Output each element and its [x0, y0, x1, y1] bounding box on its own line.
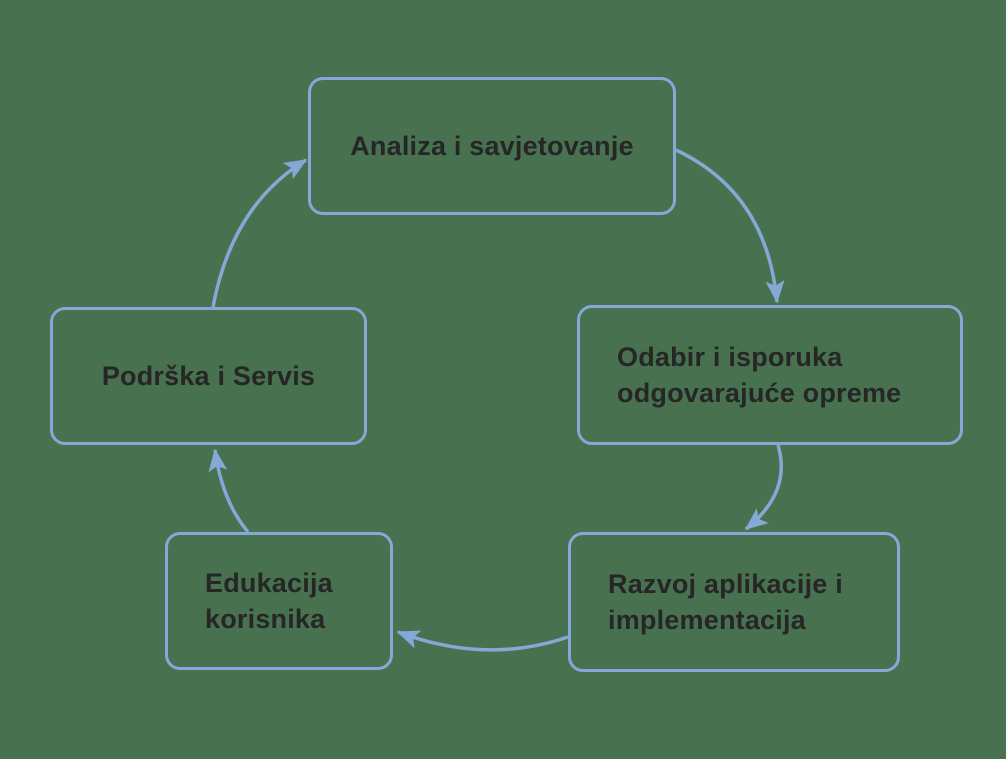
node-analiza: Analiza i savjetovanje — [308, 77, 676, 215]
arrow-razvoj-to-edukacija — [396, 630, 569, 652]
arrow-analiza-to-odabir — [675, 148, 785, 304]
node-odabir: Odabir i isporuka odgovarajuće opreme — [577, 305, 963, 445]
arrow-podrska-to-analiza — [211, 158, 308, 308]
arrow-edukacija-to-podrska — [208, 448, 250, 534]
node-label-razvoj: Razvoj aplikacije i implementacija — [608, 569, 843, 635]
node-podrska: Podrška i Servis — [50, 307, 367, 445]
node-label-podrska: Podrška i Servis — [101, 361, 316, 391]
node-edukacija: Edukacija korisnika — [165, 532, 393, 670]
node-label-analiza: Analiza i savjetovanje — [350, 131, 634, 161]
node-label-odabir: Odabir i isporuka odgovarajuće opreme — [617, 342, 902, 408]
node-razvoj: Razvoj aplikacije i implementacija — [568, 532, 900, 672]
node-label-edukacija: Edukacija korisnika — [205, 568, 333, 634]
arrow-odabir-to-razvoj — [744, 444, 783, 531]
